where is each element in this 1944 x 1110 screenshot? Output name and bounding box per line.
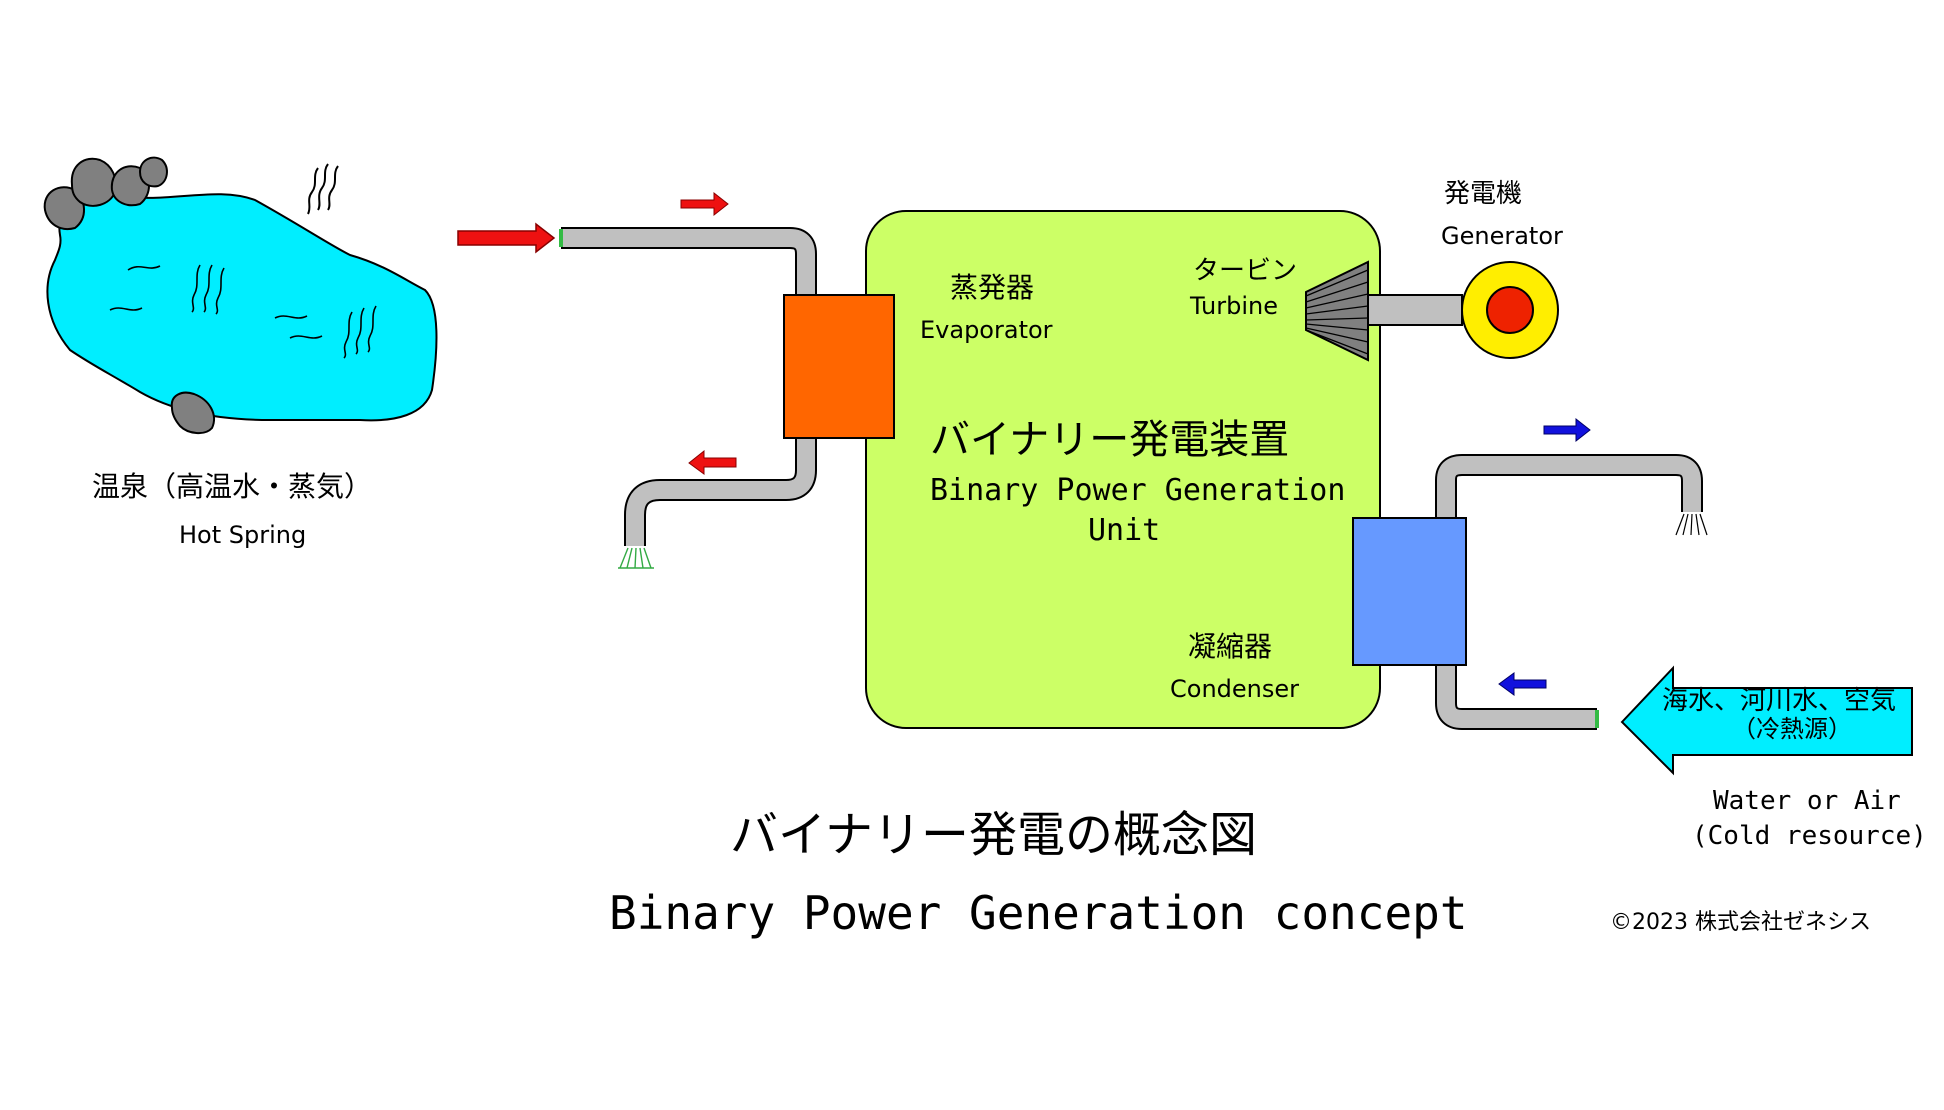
condenser-box: [1352, 517, 1467, 666]
turbine-label-ja: タービン: [1193, 256, 1298, 286]
evaporator-label-en: Evaporator: [920, 316, 1053, 344]
flow-arrow-cold-in: [1498, 672, 1547, 696]
rock-2: [70, 157, 117, 207]
cold-source-label-en-line2: (Cold resource): [1692, 821, 1927, 851]
unit-label-en-line1: Binary Power Generation: [930, 473, 1346, 508]
generator-icon: [1461, 261, 1559, 359]
cold-outlet-spray: [1675, 513, 1708, 536]
generator-label-ja: 発電機: [1444, 179, 1523, 209]
hot-spring-water: [46, 191, 438, 422]
hot-spring-icon: [43, 156, 438, 434]
rock-4: [138, 156, 168, 188]
generator-label-en: Generator: [1441, 222, 1563, 250]
unit-label-ja: バイナリー発電装置: [930, 417, 1290, 463]
evaporator-label-ja: 蒸発器: [950, 271, 1035, 304]
turbine-shaft: [1367, 294, 1463, 326]
cold-source-label-en-line1: Water or Air: [1713, 786, 1901, 816]
hot-spring-label-en: Hot Spring: [179, 521, 307, 549]
unit-label-en-line2: Unit: [1088, 513, 1161, 548]
flow-arrow-hot-return: [688, 449, 737, 475]
flow-arrow-cold-out: [1543, 417, 1591, 443]
copyright: ©2023 株式会社ゼネシス: [1610, 910, 1871, 935]
title-ja: バイナリー発電の概念図: [730, 807, 1258, 863]
hot-water-inlet-arrow: [457, 222, 556, 254]
hot-pipe: [559, 227, 817, 569]
unit-body: [865, 210, 1381, 729]
hot-spring-label-ja: 温泉（高温水・蒸気）: [92, 470, 373, 503]
flow-arrow-hot-top: [680, 191, 729, 217]
steam-icon: [307, 163, 339, 215]
cold-source-label-ja-line1: 海水、河川水、空気: [1662, 686, 1897, 716]
turbine-label-en: Turbine: [1190, 292, 1278, 320]
condenser-label-en: Condenser: [1170, 675, 1299, 703]
cold-source-label-ja-line2: （冷熱源）: [1732, 715, 1852, 743]
hot-outlet-spray: [618, 547, 654, 569]
rock-1: [43, 186, 85, 230]
title-en: Binary Power Generation concept: [609, 886, 1468, 940]
rock-5: [170, 391, 215, 434]
water-ripples: [109, 264, 377, 359]
cold-pipe: [1435, 454, 1708, 730]
turbine-icon: [1305, 260, 1369, 362]
condenser-label-ja: 凝縮器: [1188, 630, 1273, 663]
evaporator-box: [783, 294, 895, 439]
cold-source-arrow: [1620, 665, 1913, 776]
